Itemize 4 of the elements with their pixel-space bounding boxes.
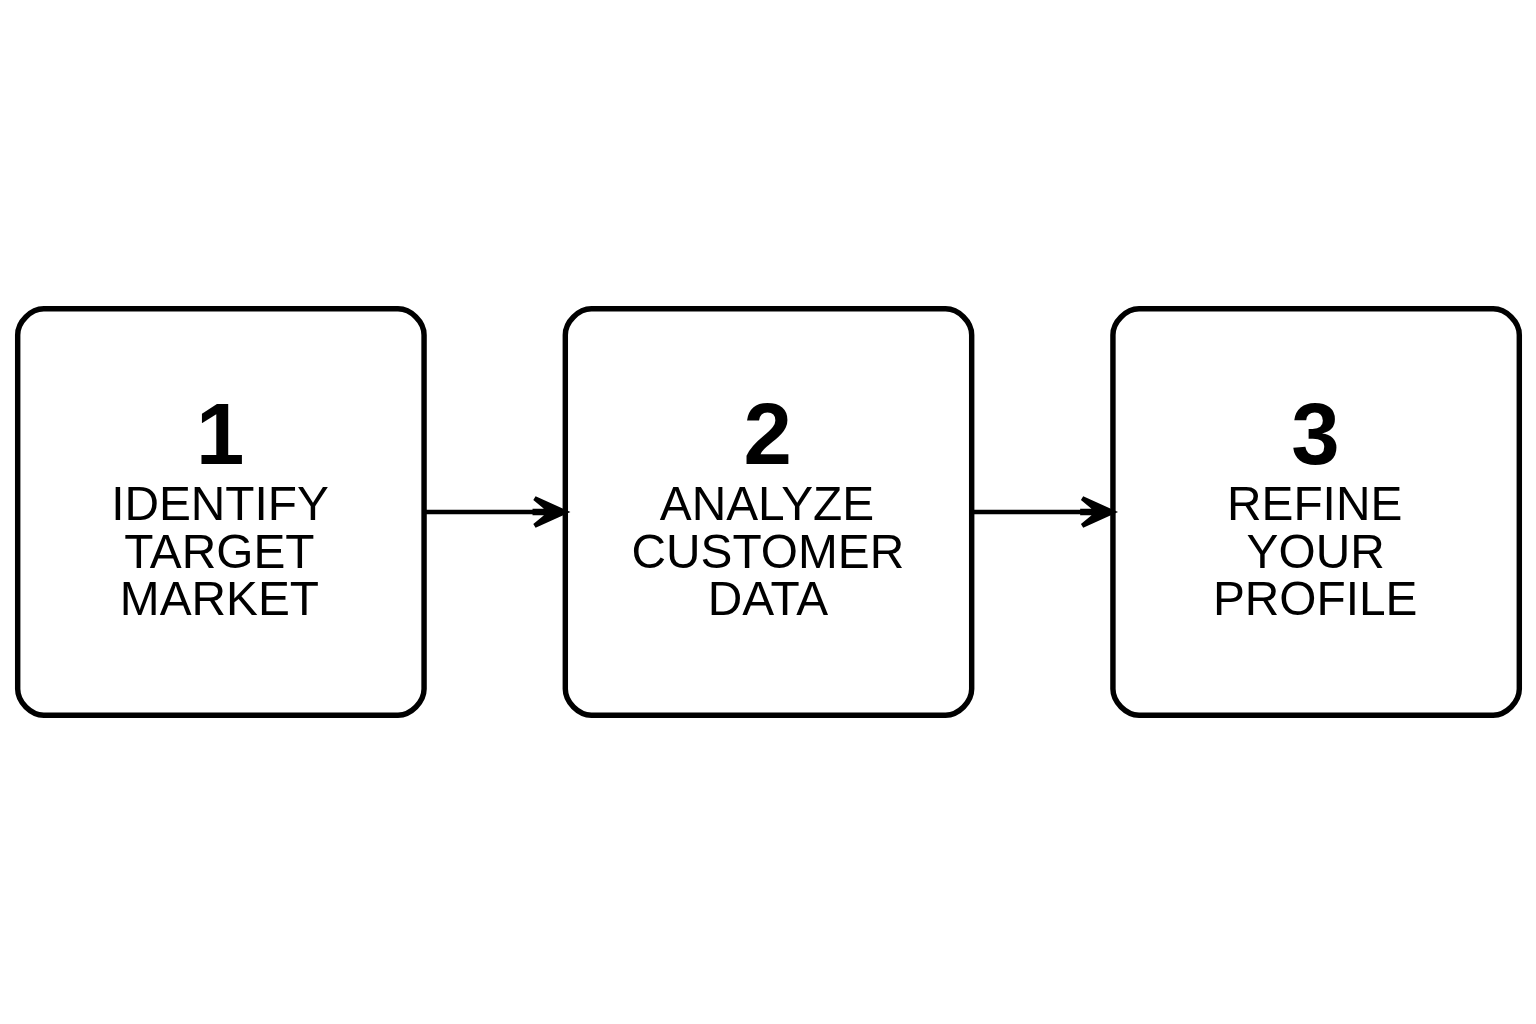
arrow	[971, 496, 1115, 528]
node-box: 3 REFINE YOUR PROFILE	[1109, 306, 1522, 718]
node-box: 1 IDENTIFY TARGET MARKET	[14, 306, 427, 718]
node-box: 2 ANALYZE CUSTOMER DATA	[562, 306, 974, 718]
